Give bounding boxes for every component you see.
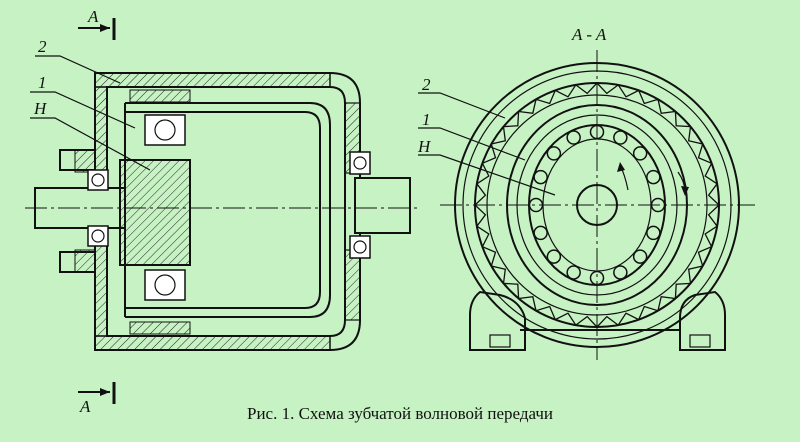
figure-caption: Рис. 1. Схема зубчатой волновой передачи: [247, 404, 553, 423]
section-view-title: A - A: [571, 25, 607, 44]
bearing-ball: [533, 169, 548, 185]
longitudinal-section-view: [25, 18, 420, 404]
label-right-H: H: [417, 137, 432, 156]
bearing-ball: [646, 225, 661, 241]
bearing-ball: [546, 146, 562, 161]
bearing-ball: [566, 265, 581, 280]
bearing-ball: [566, 130, 581, 145]
bearing-ball: [589, 270, 605, 286]
bearing-ball: [632, 146, 648, 161]
bearing-ball: [650, 197, 666, 213]
bearing-ball: [646, 169, 661, 185]
rigid-gear-teeth: [474, 82, 720, 328]
section-arrow-icon: [78, 18, 116, 404]
rotation-arrow-icon: [617, 162, 689, 196]
label-right-1: 1: [422, 110, 431, 129]
cross-section-view: [418, 50, 755, 360]
bearing-ball: [589, 124, 605, 140]
bearing-ball: [528, 197, 544, 213]
bearing-ball: [613, 265, 628, 280]
label-left-H: H: [33, 99, 48, 118]
bearing-ball: [533, 225, 548, 241]
bearing-ball: [546, 249, 562, 264]
bearing-ball: [613, 130, 628, 145]
bearing-ball: [632, 249, 648, 264]
left-shaft-bearings: [87, 151, 371, 259]
section-mark-bottom: A: [79, 397, 91, 416]
label-left-1: 1: [38, 73, 47, 92]
label-right-2: 2: [422, 75, 431, 94]
section-mark-top: A: [87, 7, 99, 26]
label-left-2: 2: [38, 37, 47, 56]
